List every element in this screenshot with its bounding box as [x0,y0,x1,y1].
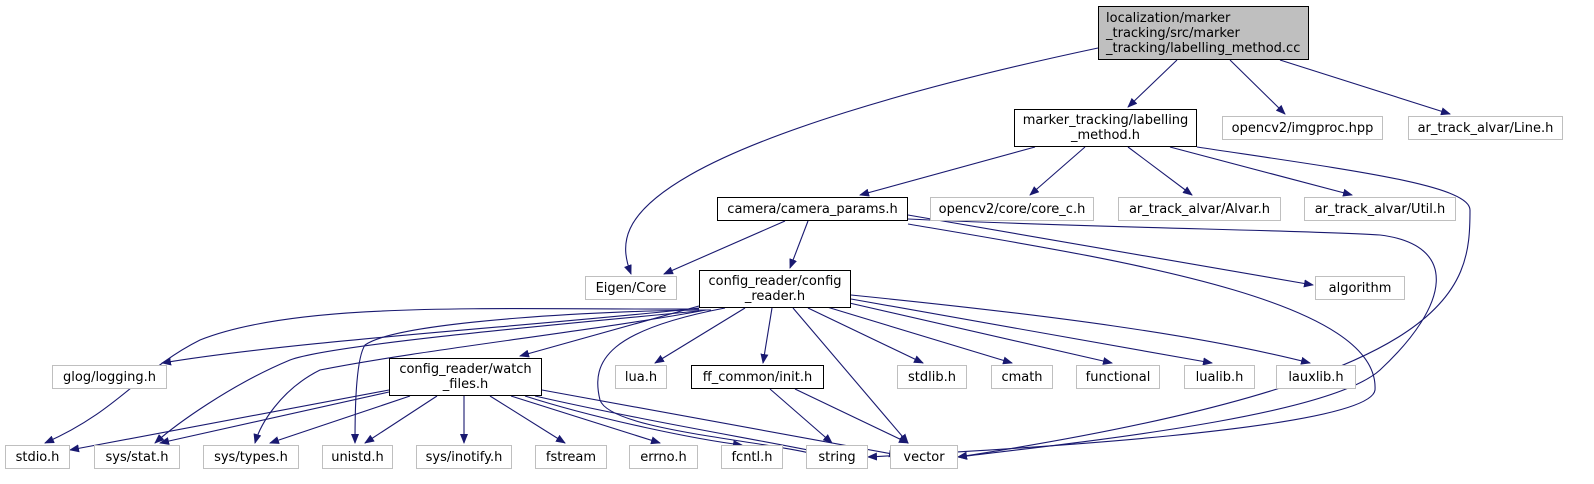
node-cmath: cmath [991,365,1053,389]
edge-ff-init-to-string [769,388,833,444]
edge-root-to-line-h [1279,59,1451,116]
edge-config-reader-to-stdlib [807,307,924,364]
node-line-h: ar_track_alvar/Line.h [1408,116,1563,140]
node-config-reader-h[interactable]: config_reader/config _reader.h [699,270,851,308]
node-stdlib-h: stdlib.h [897,365,967,389]
node-fcntl-h: fcntl.h [721,445,783,469]
node-sys-types-h: sys/types.h [203,445,299,469]
node-watch-files-h[interactable]: config_reader/watch _files.h [389,358,542,396]
edge-config-reader-to-functional [844,301,1113,365]
include-edges [44,47,1471,461]
edge-labelling-method-to-util-h [1169,146,1353,197]
edge-camera-params-to-eigen-core [663,220,786,275]
edge-watch-files-to-string [534,395,819,455]
edge-config-reader-to-stdio [44,308,700,444]
node-opencv-imgproc: opencv2/imgproc.hpp [1222,116,1383,140]
edge-config-reader-to-vector [792,307,909,444]
node-camera-params-h[interactable]: camera/camera_params.h [717,197,908,221]
edge-config-reader-to-cmath [826,306,1013,365]
edge-watch-files-to-sys-stat [159,391,390,445]
edge-watch-files-to-errno [510,395,661,445]
edge-watch-files-to-fcntl [524,395,743,448]
node-string: string [806,445,868,469]
node-lauxlib-h: lauxlib.h [1276,365,1356,389]
edge-root-to-imgproc [1229,59,1286,115]
edge-watch-files-to-stdio [69,389,390,453]
edge-watch-files-to-unistd [364,395,438,444]
edge-config-reader-to-glog [161,307,700,366]
edge-config-reader-to-lualib [850,298,1213,366]
node-functional: functional [1076,365,1160,389]
edge-watch-files-to-sys-types [269,395,411,444]
edge-labelling-method-to-vector [957,146,1471,460]
edge-camera-params-to-string [867,223,1376,461]
node-eigen-core: Eigen/Core [585,276,677,300]
node-util-h: ar_track_alvar/Util.h [1304,197,1456,221]
edge-labelling-method-to-alvar-h [1127,146,1193,196]
node-unistd-h: unistd.h [322,445,393,469]
edge-root-to-eigen-core [624,47,1099,275]
edge-camera-params-to-vector [907,218,1437,460]
edge-labelling-method-to-camera-params [859,146,1036,197]
node-lua-h: lua.h [615,365,667,389]
edge-root-to-labelling-method [1127,59,1178,108]
edge-camera-params-to-algorithm [907,214,1314,288]
edge-labelling-method-to-core-c [1029,146,1086,196]
edge-config-reader-to-ff-init [760,307,773,364]
node-core-c-h: opencv2/core/core_c.h [930,197,1094,221]
node-sys-stat-h: sys/stat.h [94,445,180,469]
edge-watch-files-to-fstream [489,395,566,444]
node-glog-logging-h: glog/logging.h [52,365,167,389]
edge-config-reader-to-sys-stat [154,310,700,444]
node-stdio-h: stdio.h [5,445,70,469]
edge-config-reader-to-lua-h [654,307,746,364]
node-alvar-h: ar_track_alvar/Alvar.h [1118,197,1281,221]
node-fstream: fstream [535,445,607,469]
node-algorithm: algorithm [1315,276,1405,300]
edge-watch-files-to-vector [541,389,899,458]
edge-camera-params-to-config-reader [789,220,809,269]
edge-config-reader-to-unistd [351,309,712,444]
edge-ff-init-to-vector [794,388,909,444]
node-labelling-method-h[interactable]: marker_tracking/labelling _method.h [1014,109,1197,147]
node-ff-common-init-h[interactable]: ff_common/init.h [691,365,824,389]
node-root-file: localization/marker _tracking/src/marker… [1098,6,1309,60]
node-errno-h: errno.h [629,445,698,469]
node-vector: vector [890,445,958,469]
node-lualib-h: lualib.h [1184,365,1255,389]
edge-config-reader-to-lauxlib [850,294,1311,365]
node-sys-inotify-h: sys/inotify.h [416,445,512,469]
